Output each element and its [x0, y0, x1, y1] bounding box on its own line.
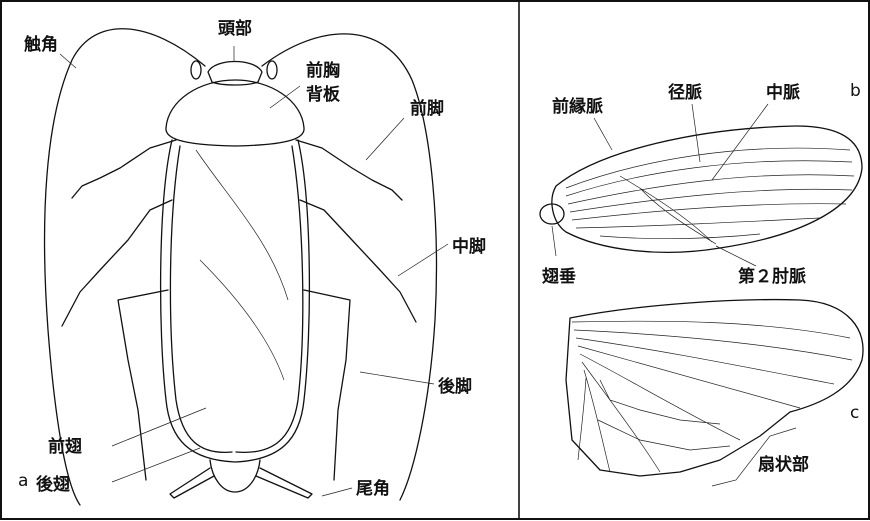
- label-pronotum-2: 背板: [306, 84, 341, 105]
- label-midleg: 中脚: [452, 236, 486, 257]
- label-cercus: 尾角: [356, 478, 390, 499]
- label-hindwing: 後翅: [36, 474, 70, 495]
- panel-label-c: c: [850, 403, 859, 423]
- label-foreleg: 前脚: [410, 98, 444, 119]
- label-pronotum-1: 前胸: [306, 60, 340, 81]
- label-radius: 径脈: [668, 82, 702, 103]
- label-antenna: 触角: [23, 34, 58, 55]
- label-hindleg: 後脚: [438, 376, 472, 397]
- panel-label-a: a: [18, 471, 28, 491]
- panel-label-b: b: [850, 81, 861, 101]
- label-fan-region: 扇状部: [758, 454, 809, 475]
- label-wing-lobe: 翅垂: [541, 266, 576, 287]
- label-cubitus2: 第２肘脈: [738, 266, 806, 287]
- label-forewing: 前翅: [48, 436, 82, 457]
- label-head: 頭部: [218, 18, 252, 39]
- label-media: 中脈: [766, 82, 800, 103]
- label-costa: 前縁脈: [552, 96, 603, 117]
